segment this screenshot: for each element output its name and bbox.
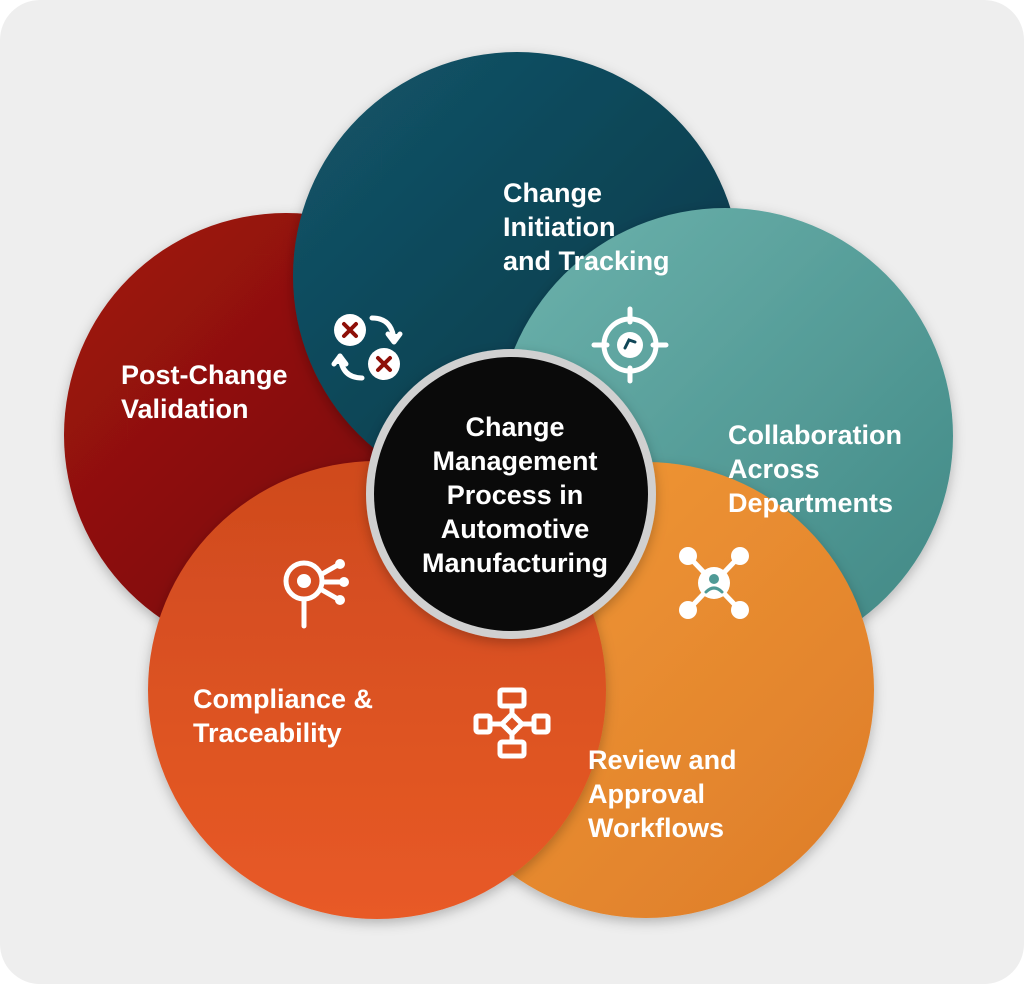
label-initiation-line-2: Initiation xyxy=(503,212,616,242)
label-validation-line-2: Validation xyxy=(121,394,249,424)
center-title-line-2: Management xyxy=(432,446,598,476)
center-title-line-5: Manufacturing xyxy=(422,548,608,578)
network-user-icon xyxy=(679,547,749,619)
label-collaboration: Collaboration Across Departments xyxy=(728,418,902,520)
magnifier-network-icon xyxy=(283,559,349,629)
label-validation: Post-Change Validation xyxy=(121,358,288,426)
label-initiation-line-3: and Tracking xyxy=(503,246,670,276)
label-collaboration-line-3: Departments xyxy=(728,488,894,518)
label-review: Review and Approval Workflows xyxy=(588,743,737,845)
flowchart-icon xyxy=(473,687,551,759)
exchange-cycle-icon xyxy=(331,314,403,381)
label-review-line-3: Workflows xyxy=(588,813,725,843)
label-review-line-1: Review and xyxy=(588,745,737,775)
label-initiation: Change Initiation and Tracking xyxy=(503,176,670,278)
label-collaboration-line-2: Across xyxy=(728,454,820,484)
label-validation-line-1: Post-Change xyxy=(121,360,288,390)
center-circle xyxy=(374,357,648,631)
center-title: Change Management Process in Automotive … xyxy=(380,410,650,580)
center-title-line-4: Automotive xyxy=(440,514,590,544)
label-compliance-line-1: Compliance & xyxy=(193,684,374,714)
label-collaboration-line-1: Collaboration xyxy=(728,420,902,450)
label-review-line-2: Approval xyxy=(588,779,706,809)
center-title-line-3: Process in xyxy=(446,480,584,510)
label-compliance-line-2: Traceability xyxy=(193,718,342,748)
label-compliance: Compliance & Traceability xyxy=(193,682,373,750)
label-initiation-line-1: Change xyxy=(503,178,603,208)
center-title-line-1: Change xyxy=(465,412,565,442)
target-gear-icon xyxy=(591,306,669,384)
